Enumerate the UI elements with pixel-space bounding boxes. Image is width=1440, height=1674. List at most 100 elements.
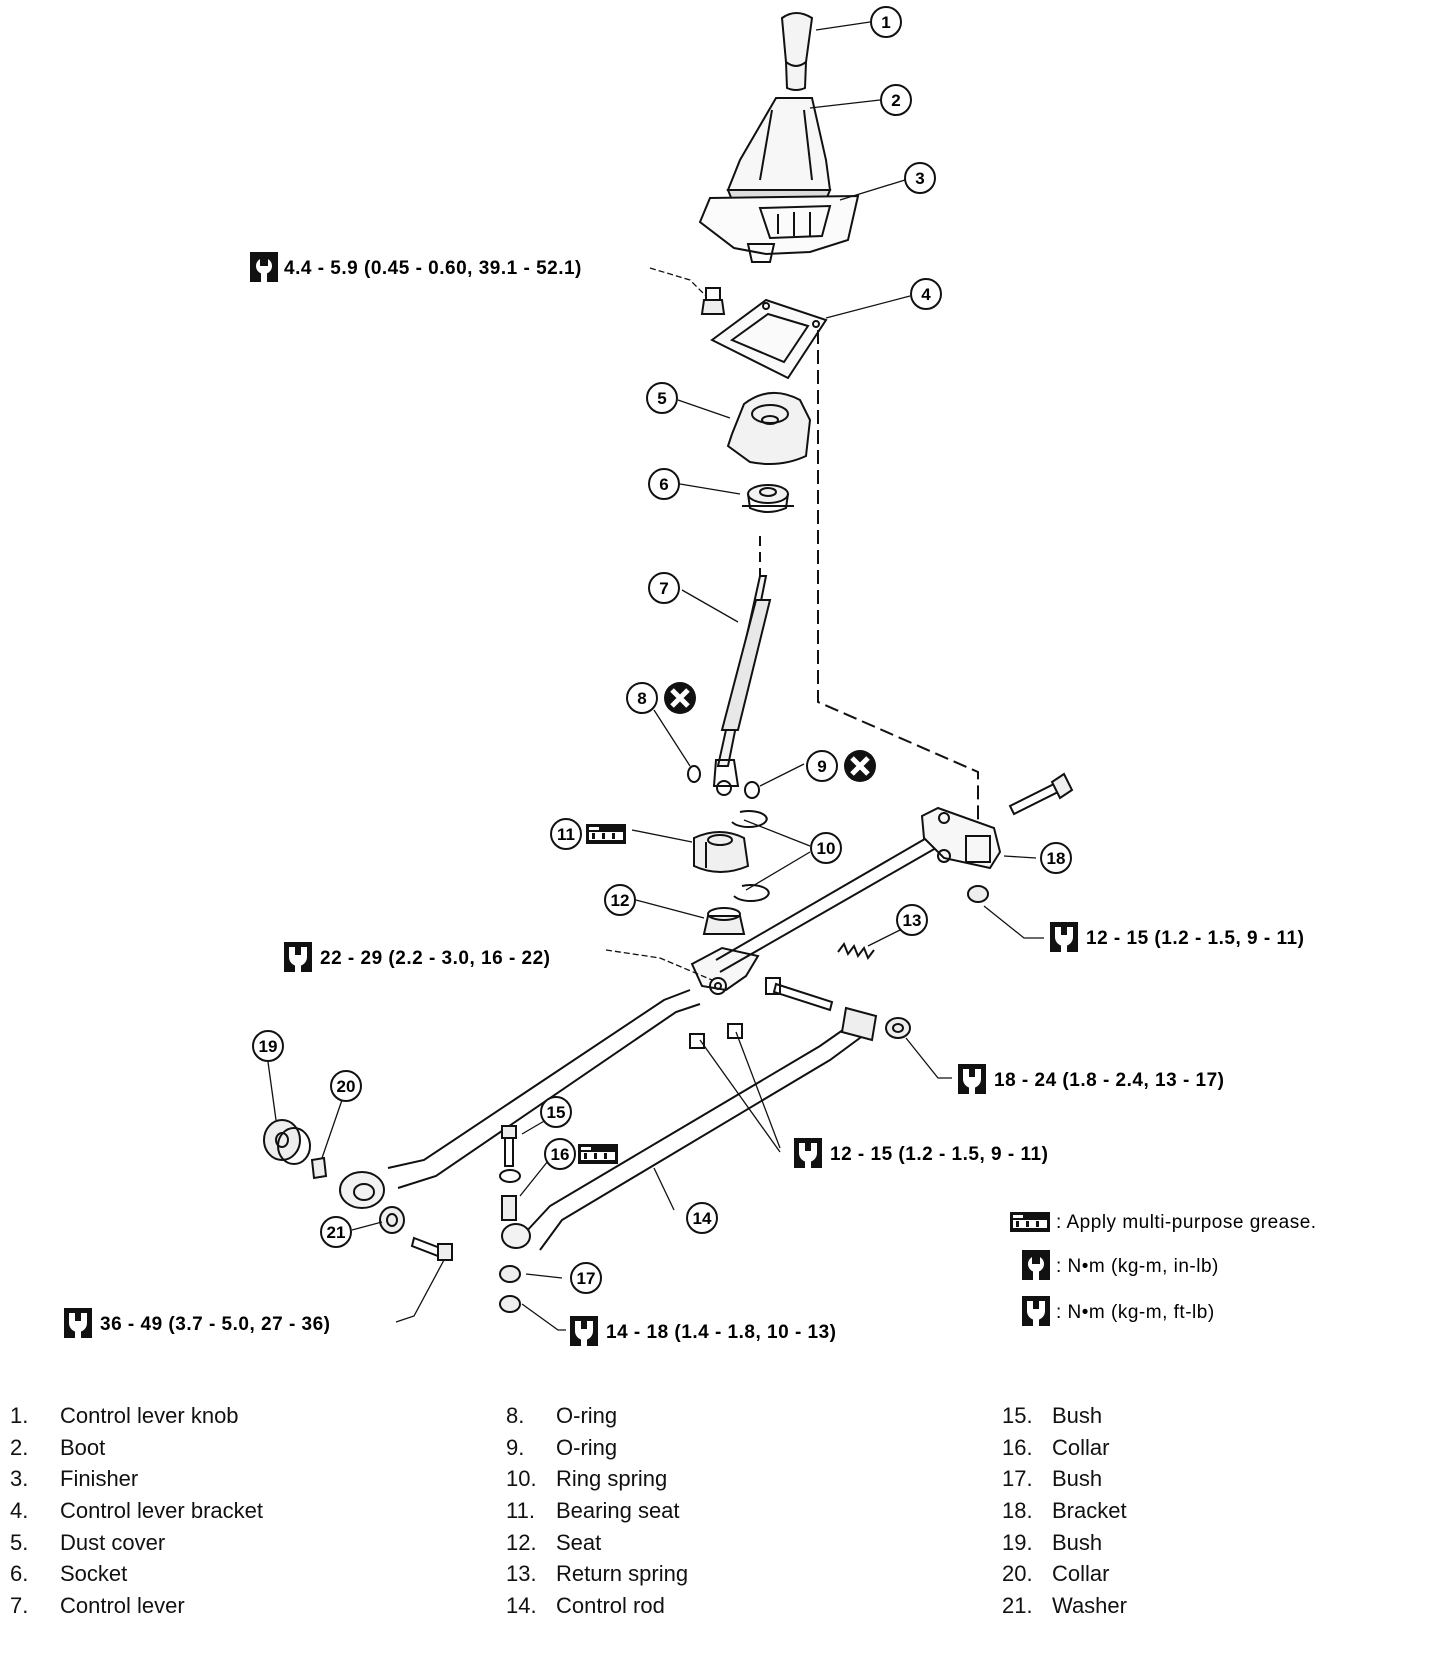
list-item: 19.Bush bbox=[1002, 1529, 1103, 1555]
callout-19: 19 bbox=[252, 1030, 284, 1062]
wrench-ftlb-icon bbox=[570, 1316, 598, 1346]
callout-2: 2 bbox=[880, 84, 912, 116]
callout-1: 1 bbox=[870, 6, 902, 38]
list-item: 10.Ring spring bbox=[506, 1466, 668, 1492]
list-item: 2.Boot bbox=[10, 1434, 106, 1460]
finisher-part bbox=[698, 194, 860, 263]
bracket-18-part bbox=[920, 806, 1002, 870]
eye-bolt-part bbox=[410, 1236, 453, 1261]
svg-text:3: 3 bbox=[915, 169, 924, 188]
legend-grease-icon bbox=[1010, 1212, 1050, 1232]
bush-19-part bbox=[263, 1119, 311, 1165]
svg-text:15: 15 bbox=[547, 1103, 566, 1122]
bearing-seat-part bbox=[693, 831, 750, 873]
o-ring-8-part bbox=[687, 765, 701, 783]
torque-spec-2: 22 - 29 (2.2 - 3.0, 16 - 22) bbox=[320, 948, 551, 969]
exploded-view-diagram: 1 2 3 4 5 6 7 8 9 10 11 12 13 14 15 16 1… bbox=[64, 6, 1317, 1346]
wrench-ftlb-icon bbox=[1050, 922, 1078, 952]
list-item: 8.O-ring bbox=[506, 1403, 618, 1428]
svg-text:9: 9 bbox=[817, 757, 826, 776]
list-item: 16.Collar bbox=[1002, 1434, 1110, 1460]
list-item: 3.Finisher bbox=[10, 1466, 139, 1492]
list-item: 6.Socket bbox=[10, 1561, 128, 1587]
replace-x-icon-8 bbox=[664, 682, 696, 714]
support-rod-part bbox=[339, 835, 937, 1209]
legend-grease-text: : Apply multi-purpose grease. bbox=[1056, 1212, 1317, 1233]
list-item: 4.Control lever bracket bbox=[10, 1498, 263, 1524]
svg-text:21: 21 bbox=[327, 1223, 346, 1242]
svg-text:13: 13 bbox=[903, 911, 922, 930]
legend-inlb-text: : N•m (kg-m, in-lb) bbox=[1056, 1256, 1219, 1277]
svg-text:1: 1 bbox=[881, 13, 890, 32]
callout-6: 6 bbox=[648, 468, 680, 500]
callout-11: 11 bbox=[550, 818, 582, 850]
wrench-inlb-icon bbox=[250, 252, 278, 282]
grease-icon-11 bbox=[586, 824, 626, 844]
callout-13: 13 bbox=[896, 904, 928, 936]
control-rod-bolt-part bbox=[765, 977, 834, 1012]
bracket-bolt-part bbox=[1008, 772, 1074, 816]
callout-15: 15 bbox=[540, 1096, 572, 1128]
svg-text:10: 10 bbox=[817, 839, 836, 858]
callout-12: 12 bbox=[604, 884, 636, 916]
list-item: 1.Control lever knob bbox=[10, 1403, 239, 1428]
control-lever-part bbox=[712, 575, 772, 796]
svg-text:16: 16 bbox=[551, 1145, 570, 1164]
wrench-ftlb-icon bbox=[958, 1064, 986, 1094]
rod-bolt-15-part bbox=[499, 1125, 521, 1183]
svg-text:2: 2 bbox=[891, 91, 900, 110]
callout-5: 5 bbox=[646, 382, 678, 414]
list-item: 12.Seat bbox=[506, 1529, 602, 1555]
collar-16-part bbox=[501, 1195, 517, 1221]
dust-cover-part bbox=[726, 392, 812, 465]
svg-text:14: 14 bbox=[693, 1209, 712, 1228]
svg-text:5: 5 bbox=[657, 389, 666, 408]
callout-8: 8 bbox=[626, 682, 658, 714]
control-rod-part bbox=[501, 1006, 878, 1251]
svg-text:8: 8 bbox=[637, 689, 646, 708]
parts-column-3: 15.Bush 16.Collar 17.Bush 18.Bracket 19.… bbox=[1002, 1400, 1127, 1622]
callout-20: 20 bbox=[330, 1070, 362, 1102]
wrench-ftlb-icon bbox=[794, 1138, 822, 1168]
boot-part bbox=[726, 97, 832, 201]
torque-spec-3: 12 - 15 (1.2 - 1.5, 9 - 11) bbox=[1086, 928, 1304, 949]
list-item: 14.Control rod bbox=[506, 1593, 665, 1619]
pivot-bracket-part bbox=[689, 946, 760, 1049]
svg-text:20: 20 bbox=[337, 1077, 356, 1096]
list-item: 20.Collar bbox=[1002, 1561, 1110, 1587]
torque-spec-5: 12 - 15 (1.2 - 1.5, 9 - 11) bbox=[830, 1144, 1048, 1165]
list-item: 7.Control lever bbox=[10, 1593, 185, 1619]
bracket-nut-lower-part bbox=[967, 885, 989, 903]
control-lever-bracket-part bbox=[710, 298, 828, 380]
list-item: 9.O-ring bbox=[506, 1434, 618, 1460]
callout-group: 1 2 3 4 5 6 7 8 9 10 11 12 13 14 15 16 1… bbox=[252, 6, 1072, 1294]
svg-text:11: 11 bbox=[557, 825, 575, 844]
svg-text:6: 6 bbox=[659, 475, 668, 494]
list-item: 15.Bush bbox=[1002, 1403, 1103, 1428]
washer-21-part bbox=[379, 1206, 405, 1234]
callout-17: 17 bbox=[570, 1262, 602, 1294]
list-item: 13.Return spring bbox=[506, 1561, 689, 1587]
svg-text:12: 12 bbox=[611, 891, 630, 910]
legend: : Apply multi-purpose grease. : N•m (kg-… bbox=[1010, 1212, 1317, 1326]
svg-text:18: 18 bbox=[1047, 849, 1066, 868]
bush-17-part bbox=[499, 1265, 521, 1313]
torque-spec-1: 4.4 - 5.9 (0.45 - 0.60, 39.1 - 52.1) bbox=[284, 258, 582, 279]
ring-spring-upper-part bbox=[731, 810, 768, 829]
list-item: 17.Bush bbox=[1002, 1466, 1103, 1492]
svg-text:17: 17 bbox=[577, 1269, 596, 1288]
torque-spec-6: 36 - 49 (3.7 - 5.0, 27 - 36) bbox=[100, 1314, 331, 1335]
svg-text:4: 4 bbox=[921, 285, 931, 304]
svg-text:7: 7 bbox=[659, 579, 668, 598]
socket-part bbox=[742, 484, 794, 513]
callout-9: 9 bbox=[806, 750, 838, 782]
return-spring-part bbox=[837, 941, 875, 961]
callout-7: 7 bbox=[648, 572, 680, 604]
list-item: 18.Bracket bbox=[1002, 1498, 1127, 1524]
wrench-ftlb-icon bbox=[64, 1308, 92, 1338]
callout-4: 4 bbox=[910, 278, 942, 310]
grease-icon-16 bbox=[578, 1144, 618, 1164]
o-ring-9-part bbox=[744, 781, 760, 799]
callout-16: 16 bbox=[544, 1138, 576, 1170]
legend-wrench-inlb-icon bbox=[1022, 1250, 1050, 1280]
